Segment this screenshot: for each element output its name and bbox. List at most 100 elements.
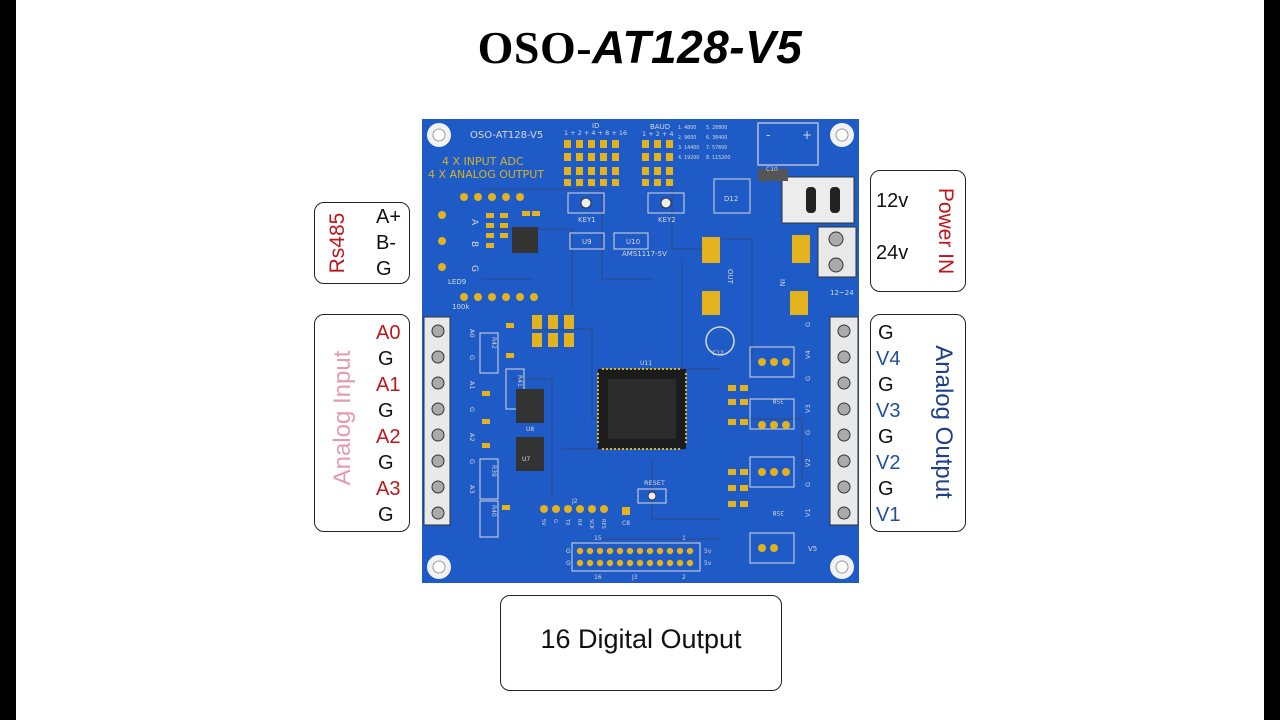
aout-pin-g1: G: [878, 478, 894, 500]
silk-feature1: 4 X INPUT ADC: [442, 155, 524, 168]
pcb-drawing: OSO-AT128-V5 4 X INPUT ADC 4 X ANALOG OU…: [423, 122, 859, 581]
silk-j3-16: 16: [594, 574, 602, 581]
ain-pin-a2: A2: [376, 426, 401, 448]
power-pad: [792, 235, 810, 263]
baud-rate-3: 3. 14400: [678, 145, 699, 151]
silk-j2-sck: SCK: [588, 519, 594, 530]
pcb-board: OSO-AT128-V5 4 X INPUT ADC 4 X ANALOG OU…: [422, 119, 859, 583]
ain-passives: [482, 315, 574, 510]
silk-aout-v1: V1: [804, 508, 812, 517]
silk-j3: J3: [631, 574, 638, 581]
silk-aout-v2: V2: [804, 458, 812, 467]
analog-input-label: Analog Input: [329, 350, 356, 486]
silk-aout-labels: G V4 G V3 G V2 G V1: [804, 322, 812, 517]
silk-j3-15: 15: [594, 535, 602, 542]
silk-aout-g3: G: [804, 376, 812, 381]
silk-c10: C10: [766, 166, 778, 173]
digital-output-callout: [500, 595, 782, 691]
silk-key2: KEY2: [658, 216, 676, 224]
aout-passives: [728, 385, 748, 507]
mcu-pins: [597, 368, 687, 450]
aout-terminal-block: [829, 316, 859, 526]
baud-rate-1: 1. 4800: [678, 125, 696, 131]
id-dip-pads: [564, 140, 619, 186]
rs485-callout: [314, 202, 410, 284]
reg-pad-2: [702, 291, 720, 315]
baud-rate-2: 2. 9600: [678, 135, 696, 141]
silk-rs-g: G: [469, 265, 479, 272]
silk-r41: R41: [516, 375, 523, 387]
silk-hdr-g2: G: [566, 560, 571, 567]
rs485-pin-b: B-: [376, 232, 396, 254]
silk-key1: KEY1: [578, 216, 596, 224]
silk-r42: R42: [490, 337, 497, 349]
silk-j3-2: 2: [682, 574, 686, 581]
baud-rate-6: 6. 38400: [706, 135, 727, 141]
power-in-label: Power IN: [934, 187, 957, 275]
u7-chip: [516, 437, 544, 471]
page-title: OSO-AT128-V5: [0, 20, 1280, 74]
top-header-pads: [438, 193, 524, 271]
u9-outline: [569, 232, 605, 250]
aout-jumper-1: [749, 532, 795, 564]
silk-r40: R40: [490, 505, 497, 517]
silk-ain-labels: A0 G A1 G A2 G A3: [468, 329, 476, 494]
aout-pin-v2: V2: [876, 452, 901, 474]
silk-led9: LED9: [448, 278, 466, 286]
silk-board-name: OSO-AT128-V5: [470, 130, 543, 141]
j2-pads: [540, 505, 608, 513]
ain-pin-a3: A3: [376, 478, 401, 500]
silk-hdr-g1: G: [566, 548, 571, 555]
digital-output-label: 16 Digital Output: [540, 624, 742, 654]
silk-plus: +: [802, 128, 812, 142]
silk-baud: BAUD: [650, 123, 670, 131]
r42-outline: [479, 332, 499, 374]
r40-outline: [479, 500, 499, 538]
silk-ain-a2: A2: [468, 433, 476, 442]
silk-u10: U10: [626, 238, 640, 246]
silk-aout-g4: G: [804, 322, 812, 327]
silk-100k: 100k: [452, 303, 470, 311]
power-pin-12v: 12v: [876, 190, 909, 212]
silk-358-a: 358: [772, 397, 784, 404]
baud-rate-4: 4. 19200: [678, 155, 699, 161]
key2-outline: [647, 192, 685, 214]
reg-pad-3: [790, 291, 808, 315]
silk-u9: U9: [582, 238, 592, 246]
silk-ain-a3: A3: [468, 485, 476, 494]
silk-feature2: 4 X ANALOG OUTPUT: [428, 168, 544, 181]
title-part2: AT128-V5: [592, 21, 803, 73]
dc-jack: [781, 176, 855, 224]
rs485-pin-a: A+: [376, 206, 402, 228]
silk-hdr-5v1: 5v: [704, 548, 712, 555]
j3-outline: [571, 542, 701, 572]
ain-pin-g2: G: [378, 452, 394, 474]
ain-terminal-block: [423, 316, 451, 526]
silk-u7: U7: [522, 456, 530, 463]
silk-ain-g0: G: [468, 355, 476, 360]
silk-j3-1: 1: [682, 535, 686, 542]
silk-aout-g1: G: [804, 482, 812, 487]
silk-c8: C8: [622, 520, 630, 527]
silk-j2-tx: TX: [564, 518, 570, 526]
silk-r39: R39: [490, 465, 497, 477]
silk-in: IN: [778, 279, 786, 286]
silk-u11: U11: [640, 360, 652, 367]
silk-ain-g1: G: [468, 407, 476, 412]
silk-reset: RESET: [644, 479, 665, 487]
ain-pin-a0: A0: [376, 322, 401, 344]
rs485-pin-g: G: [376, 258, 392, 280]
analog-output-label: Analog Output: [930, 345, 957, 499]
silk-ain-g2: G: [468, 459, 476, 464]
mid-header-pads: [460, 293, 538, 301]
r39-outline: [479, 458, 499, 500]
silk-out: OUT: [726, 269, 734, 285]
aout-pin-g4: G: [878, 322, 894, 344]
c12-cap: [705, 326, 735, 356]
m8-chip: [512, 227, 538, 253]
aout-pin-v4: V4: [876, 348, 901, 370]
silk-aout-g2: G: [804, 430, 812, 435]
u8-chip: [516, 389, 544, 423]
silk-rs-b: B: [469, 241, 479, 247]
silk-358-b: 358: [772, 509, 784, 516]
